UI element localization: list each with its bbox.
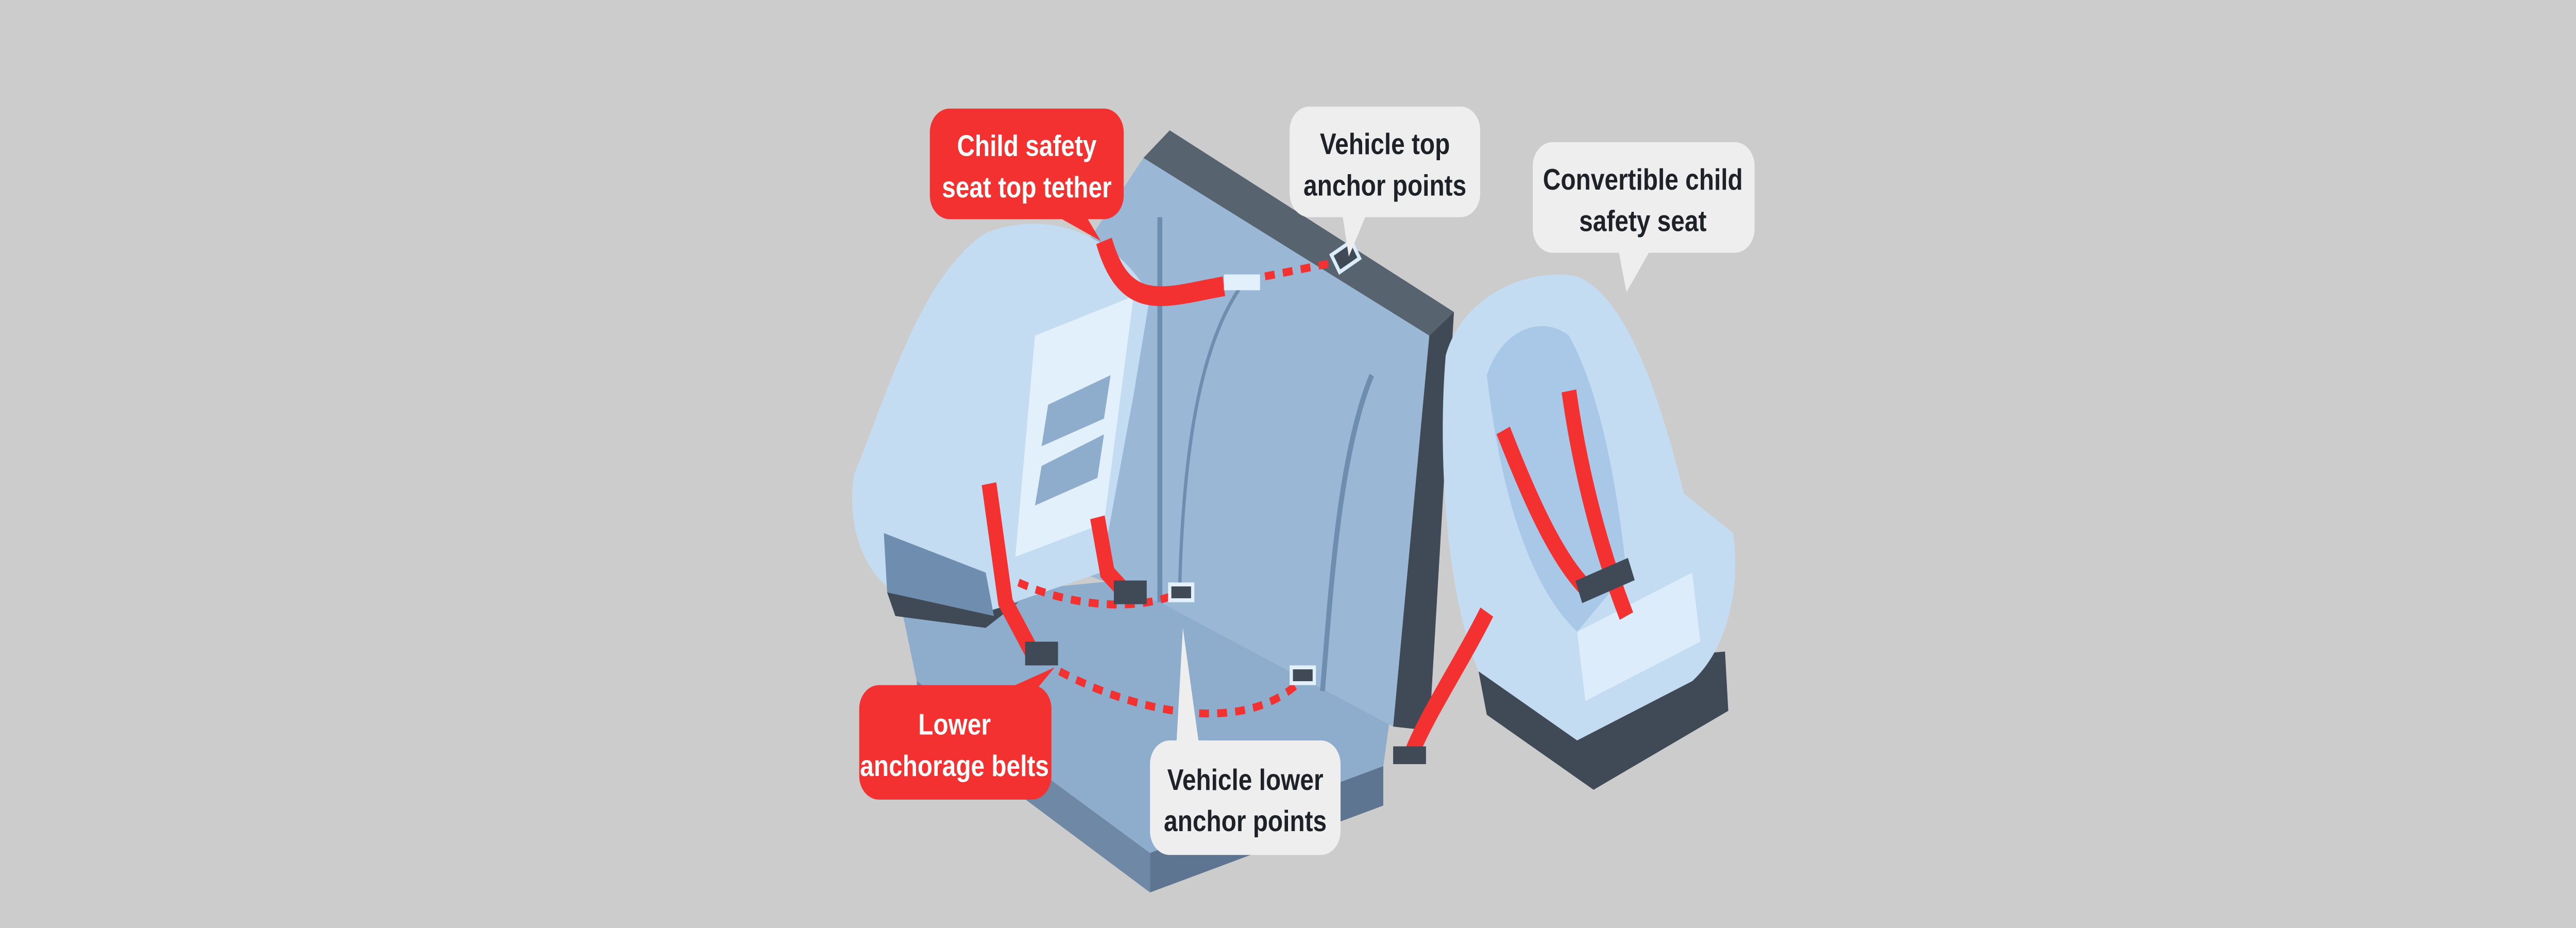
anchors	[1025, 238, 1635, 764]
callout-text: Convertible child	[1543, 163, 1743, 196]
callout-text: anchorage belts	[860, 750, 1049, 783]
convertible-child-seat	[1443, 274, 1736, 790]
tether-clip	[1224, 274, 1260, 291]
callout-lower-anchor: Vehicle lower anchor points	[1150, 628, 1341, 855]
callout-text: anchor points	[1164, 805, 1327, 838]
callout-text: Vehicle top	[1320, 128, 1450, 161]
lower-connector-right	[1113, 580, 1147, 604]
callout-lower-belts: Lower anchorage belts	[859, 667, 1055, 800]
callout-top-tether: Child safety seat top tether	[929, 108, 1124, 241]
latch-connector	[1393, 746, 1426, 764]
callout-text: Vehicle lower	[1167, 764, 1324, 797]
top-tether-dashed-line	[1264, 257, 1345, 281]
lower-anchor-point-right	[1290, 665, 1316, 685]
callout-convertible-seat: Convertible child safety seat	[1533, 142, 1755, 293]
callout-text: Child safety	[957, 130, 1097, 163]
lower-anchor-point-left	[1168, 582, 1195, 602]
lower-dashed-line-right	[1017, 579, 1181, 609]
callout-text: anchor points	[1303, 169, 1466, 202]
callout-top-anchor: Vehicle top anchor points	[1290, 106, 1481, 257]
top-tether-strap	[1096, 238, 1225, 307]
callout-text: Lower	[918, 708, 991, 741]
callout-text: seat top tether	[942, 171, 1111, 204]
convertible-latch-strap	[1406, 608, 1494, 754]
convertible-harness-left	[1496, 427, 1595, 600]
callout-text: safety seat	[1579, 205, 1706, 238]
lower-belt-left	[981, 482, 1038, 656]
harness-buckle	[1575, 558, 1635, 603]
top-anchor-point	[1329, 238, 1362, 275]
lower-connector-left	[1025, 642, 1058, 666]
booster-child-seat	[852, 224, 1150, 628]
convertible-harness-right	[1562, 389, 1633, 620]
